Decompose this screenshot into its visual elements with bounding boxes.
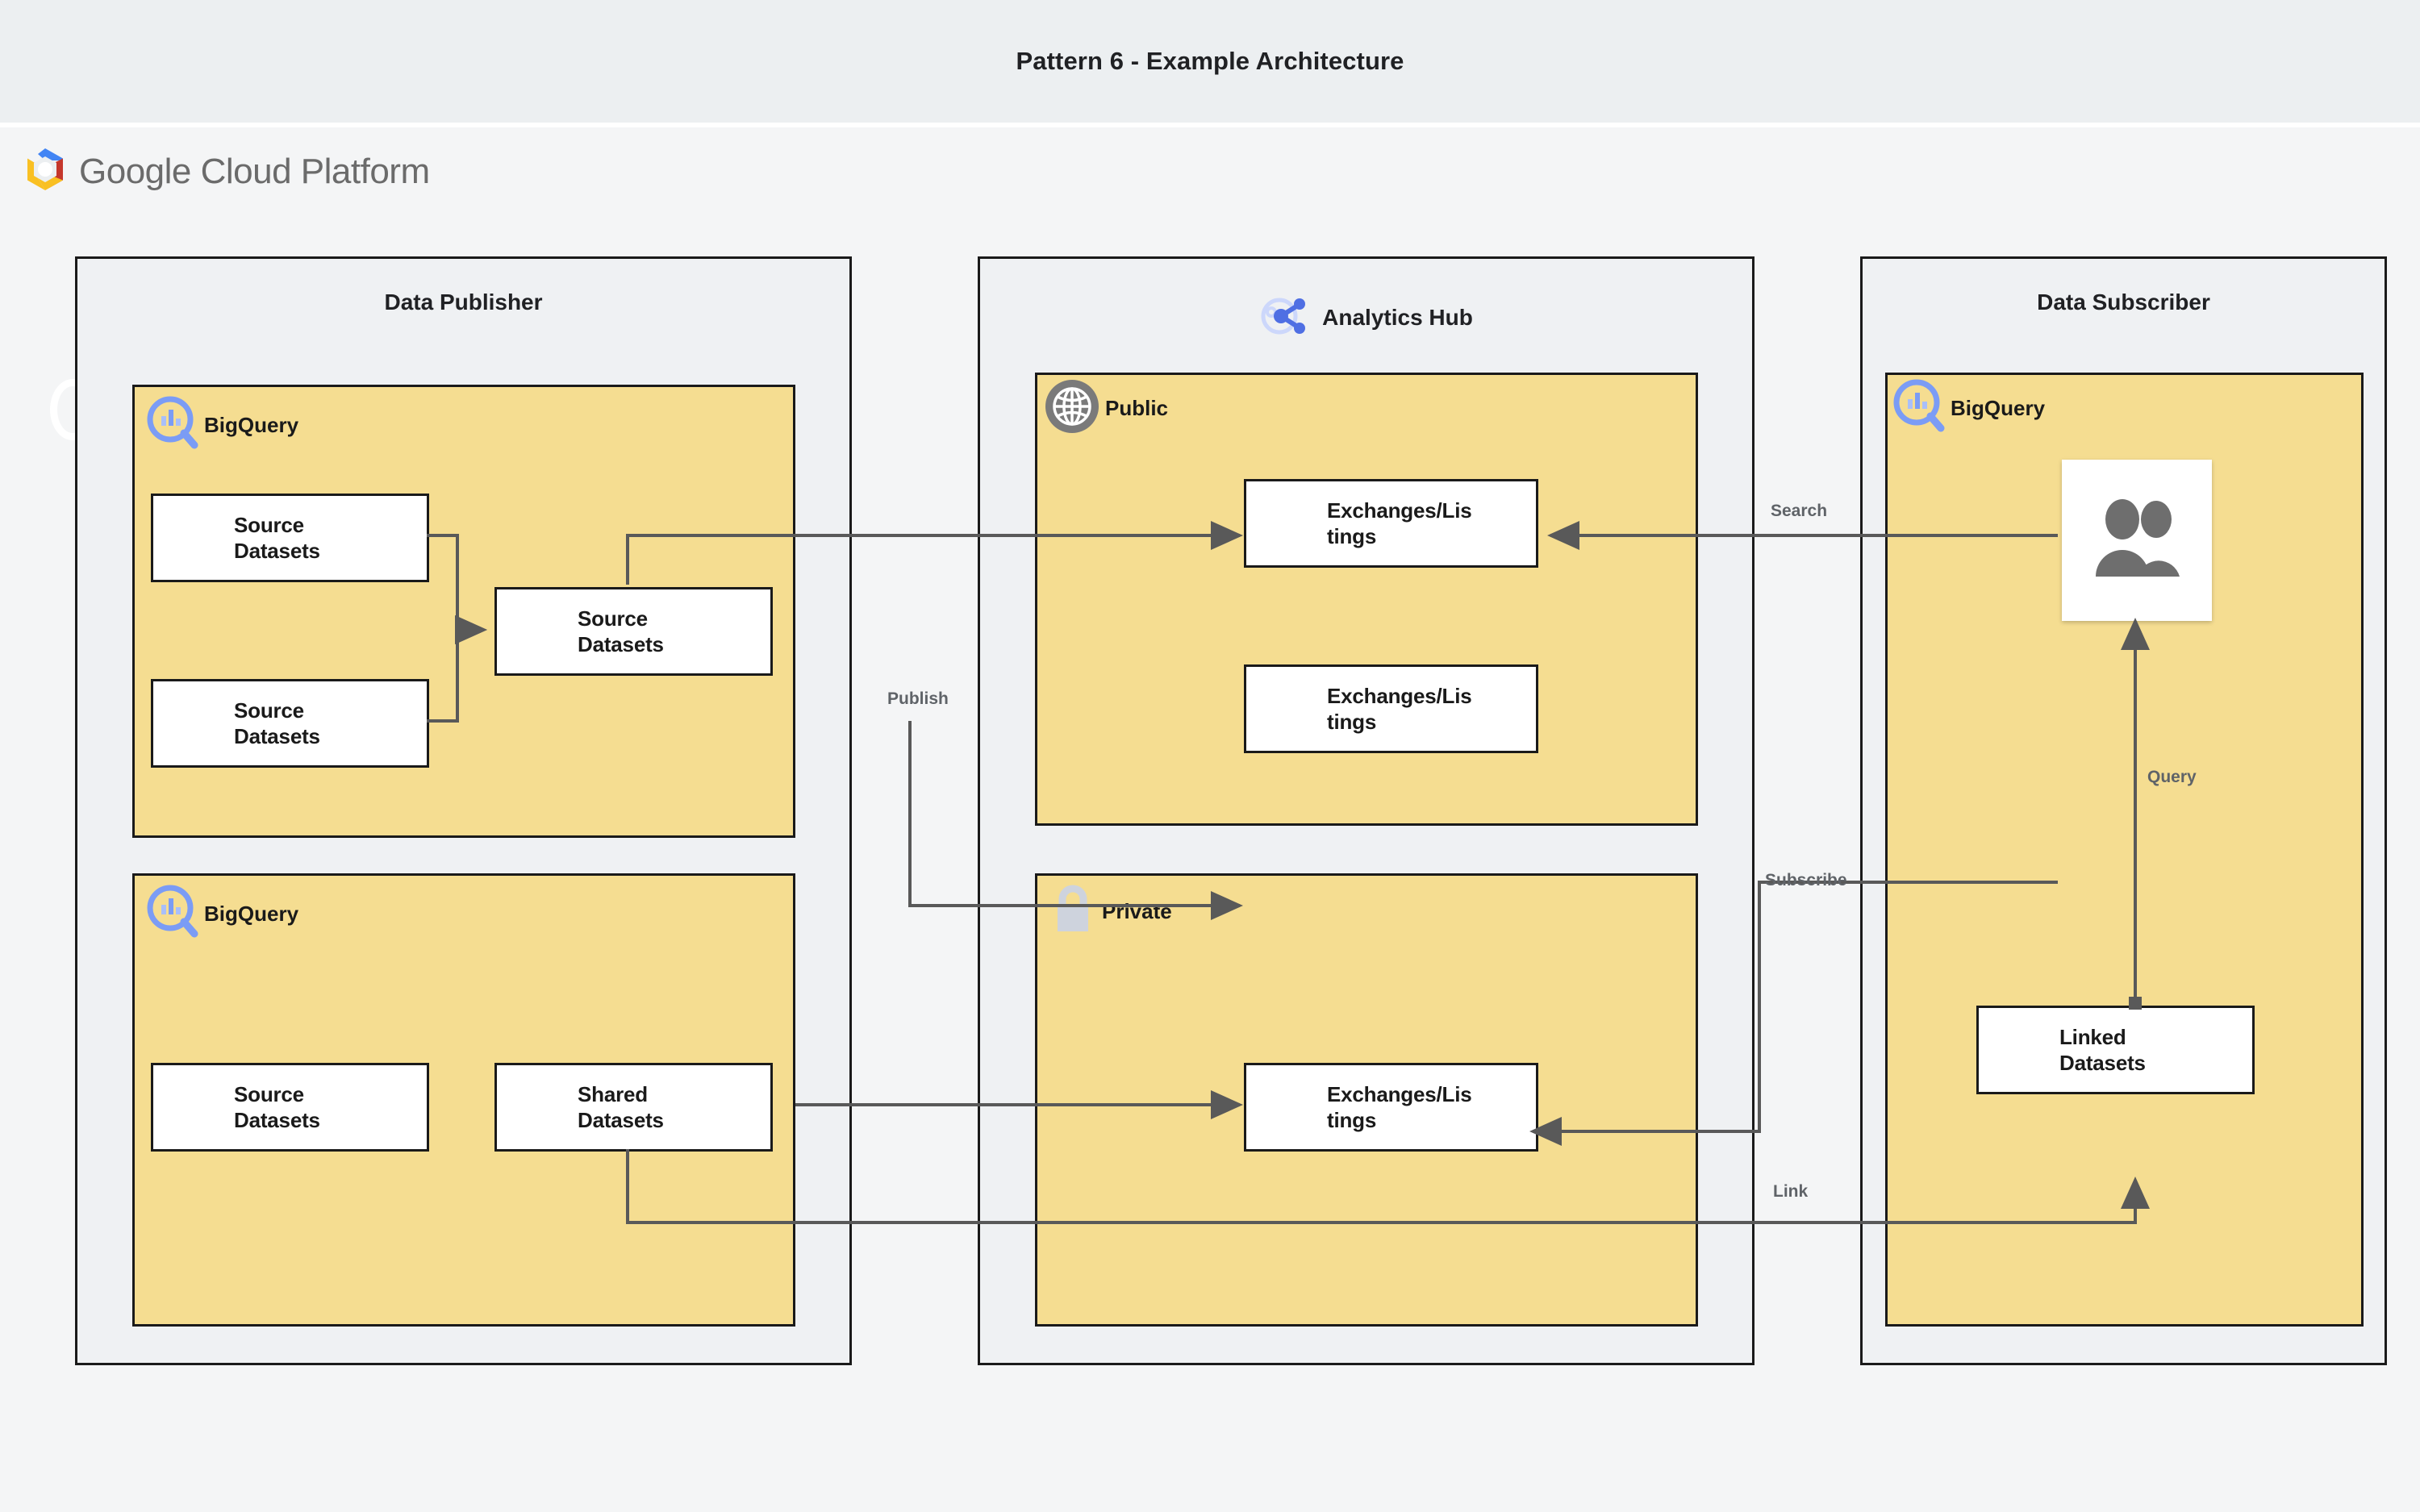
panel-head-bigquery-top: BigQuery xyxy=(146,395,298,456)
edge-label-subscribe: Subscribe xyxy=(1765,871,1847,889)
panel-label-bigquery-top: BigQuery xyxy=(204,413,299,437)
analytics-hub-icon xyxy=(1259,289,1309,345)
gcp-logo: Google Cloud Platform xyxy=(23,146,430,197)
node-subscriber-users[interactable] xyxy=(2062,460,2212,621)
group-title-analytics-hub: Analytics Hub xyxy=(980,289,1752,345)
users-icon xyxy=(2084,497,2189,585)
decorative-arc xyxy=(50,379,95,440)
group-title-data-publisher: Data Publisher xyxy=(384,289,543,314)
title-band: Pattern 6 - Example Architecture xyxy=(0,0,2420,123)
panel-label-bigquery-bottom: BigQuery xyxy=(204,902,299,926)
page-title: Pattern 6 - Example Architecture xyxy=(1016,47,1404,75)
panel-head-public: Public xyxy=(1044,378,1168,439)
panel-head-private: Private xyxy=(1049,884,1172,939)
panel-label-subscriber-bigquery: BigQuery xyxy=(1951,396,2046,420)
lock-icon xyxy=(1049,884,1097,939)
edge-label-query: Query xyxy=(2147,768,2197,786)
panel-label-private: Private xyxy=(1102,899,1172,923)
panel-head-bigquery-bottom: BigQuery xyxy=(146,884,298,944)
edge-label-search: Search xyxy=(1771,502,1828,520)
bigquery-icon xyxy=(1892,378,1946,439)
globe-icon xyxy=(1044,378,1100,439)
bigquery-icon xyxy=(146,395,199,456)
panel-label-public: Public xyxy=(1105,396,1169,420)
gcp-logo-text: Google Cloud Platform xyxy=(79,151,430,191)
group-title-data-subscriber: Data Subscriber xyxy=(2037,289,2210,314)
google-cloud-hexagon-icon xyxy=(23,146,68,197)
edge-label-link: Link xyxy=(1773,1182,1809,1201)
group-title-label-analytics-hub: Analytics Hub xyxy=(1322,304,1473,330)
panel-head-subscriber-bigquery: BigQuery xyxy=(1892,378,2045,439)
edge-label-publish: Publish xyxy=(887,689,949,708)
bigquery-icon xyxy=(146,884,199,944)
